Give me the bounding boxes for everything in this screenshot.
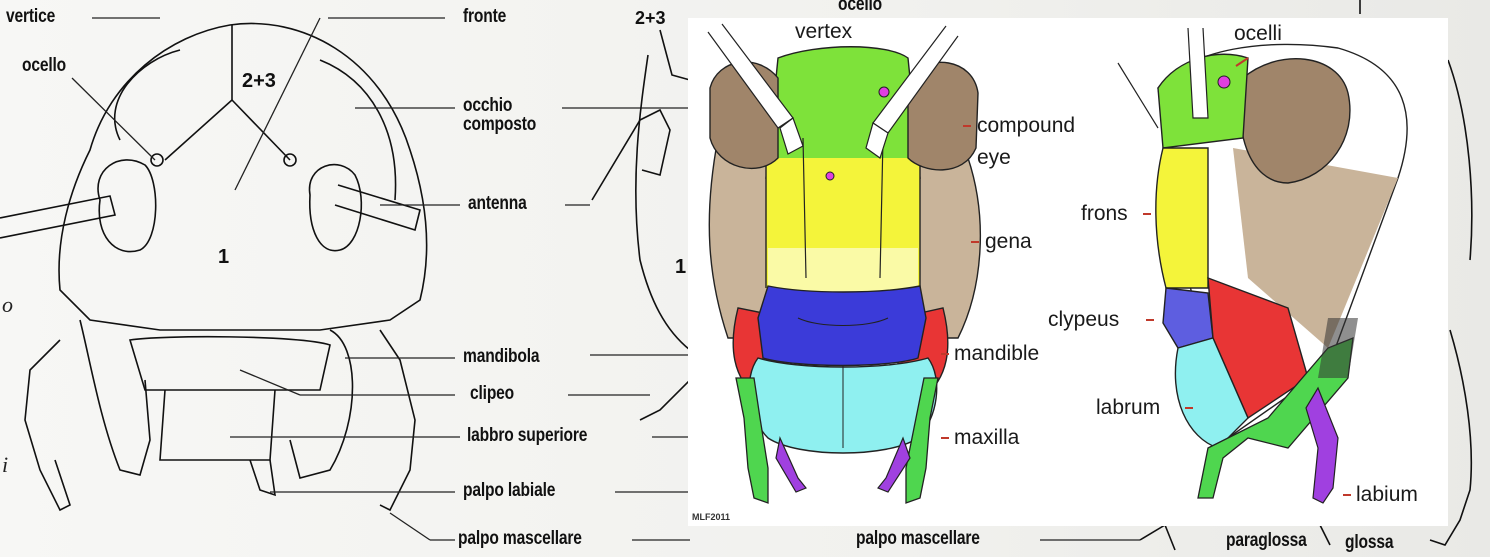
middle-label-ocello: ocello [838, 0, 882, 16]
label-palpo-labiale: palpo labiale [463, 480, 555, 502]
label-vertice: vertice [6, 6, 55, 28]
region-number-top: 2+3 [242, 70, 276, 93]
middle-region-number-top: 2+3 [635, 8, 666, 29]
colored-head-panel: vertex compound eye gena mandible maxill… [688, 18, 1448, 526]
label-palpo-mascellare-right: palpo mascellare [856, 528, 980, 550]
label-mandibola: mandibola [463, 346, 539, 368]
label-glossa: glossa [1345, 532, 1393, 554]
region-number-bottom: 1 [218, 246, 229, 269]
label-gena: gena [985, 230, 1032, 254]
label-labrum: labrum [1096, 396, 1160, 420]
margin-fragment-o: o [2, 292, 13, 318]
label-compound-eye-line1: compound [977, 114, 1075, 138]
middle-region-number-bottom: 1 [675, 256, 686, 279]
label-frons: frons [1081, 202, 1128, 226]
label-antenna: antenna [468, 193, 527, 215]
label-labbro-superiore: labbro superiore [467, 425, 587, 447]
margin-fragment-i: i [2, 452, 8, 478]
label-occhio-composto-line2: composto [463, 115, 536, 134]
label-labium: labium [1356, 483, 1418, 507]
label-clipeo: clipeo [470, 383, 514, 405]
label-ocello: ocello [22, 55, 66, 77]
label-palpo-mascellare: palpo mascellare [458, 528, 582, 550]
label-occhio-composto-line1: occhio [463, 96, 512, 115]
label-vertex: vertex [795, 20, 852, 44]
credit-text: MLF2011 [692, 512, 730, 522]
label-mandible: mandible [954, 342, 1039, 366]
label-compound-eye-line2: eye [977, 146, 1011, 170]
label-ocelli: ocelli [1234, 22, 1282, 46]
label-fronte: fronte [463, 6, 506, 28]
label-maxilla: maxilla [954, 426, 1019, 450]
label-clypeus: clypeus [1048, 308, 1119, 332]
label-paraglossa: paraglossa [1226, 530, 1307, 552]
colored-head-illustration [688, 18, 1448, 526]
